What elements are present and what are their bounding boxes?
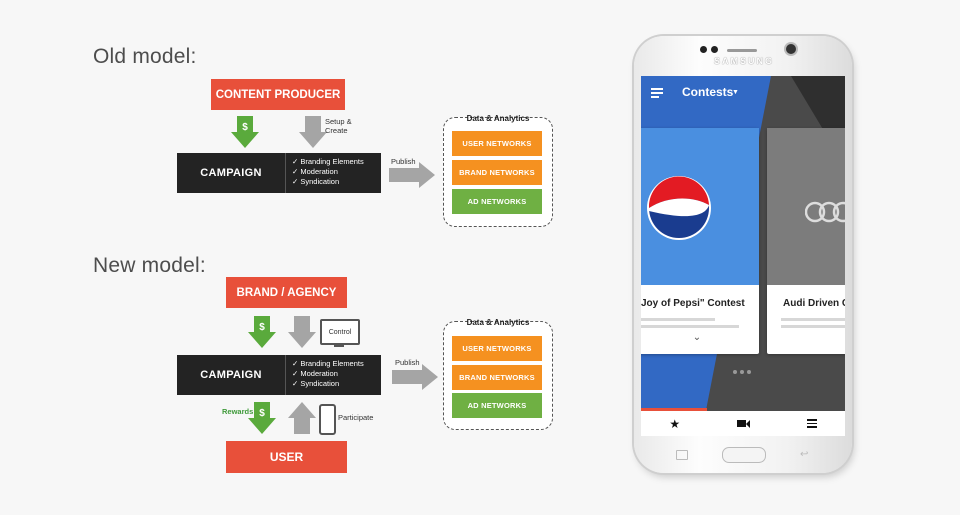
publish-label: Publish bbox=[391, 157, 416, 166]
expand-chevron-icon[interactable]: ⌄ bbox=[692, 332, 702, 343]
bottom-nav: ★ bbox=[641, 411, 845, 436]
placeholder-line bbox=[641, 325, 739, 328]
placeholder-line bbox=[781, 318, 845, 321]
pepsi-logo-icon bbox=[647, 176, 711, 240]
user-box: USER bbox=[226, 441, 347, 473]
app-screen: Contests ▼ Joy of Pepsi" Contest ⌄ Audi … bbox=[641, 76, 845, 436]
monitor-icon: Control bbox=[320, 319, 360, 345]
feature-item: ✓ Branding Elements bbox=[292, 157, 364, 166]
sensor-icon bbox=[700, 46, 707, 53]
list-icon[interactable] bbox=[806, 419, 817, 428]
campaign-title: CAMPAIGN bbox=[200, 369, 262, 381]
participate-arrow-icon bbox=[288, 402, 316, 434]
brand-networks-box: BRAND NETWORKS bbox=[452, 160, 542, 185]
publish-arrow-icon bbox=[392, 364, 438, 390]
active-tab-indicator bbox=[641, 408, 707, 411]
ad-networks-box: AD NETWORKS bbox=[452, 189, 542, 214]
brand-networks-box: BRAND NETWORKS bbox=[452, 365, 542, 390]
campaign-title: CAMPAIGN bbox=[200, 167, 262, 179]
contest-card[interactable]: Joy of Pepsi" Contest ⌄ bbox=[641, 128, 759, 354]
feature-item: ✓ Syndication bbox=[292, 177, 340, 186]
analytics-title: Data & Analytics bbox=[466, 318, 530, 327]
recent-apps-icon[interactable] bbox=[676, 450, 688, 460]
phone-brand-logo: SAMSUNG bbox=[713, 56, 774, 66]
money-arrow-icon: $ bbox=[248, 316, 276, 348]
sensor-icon bbox=[711, 46, 718, 53]
old-model-heading: Old model: bbox=[93, 45, 197, 68]
feature-item: ✓ Branding Elements bbox=[292, 359, 364, 368]
monitor-stand bbox=[334, 343, 344, 347]
new-campaign-box: CAMPAIGN ✓ Branding Elements ✓ Moderatio… bbox=[177, 355, 381, 395]
pager-dots bbox=[733, 370, 751, 374]
audi-logo-icon bbox=[805, 201, 845, 223]
front-camera-icon bbox=[786, 44, 796, 54]
participate-label: Participate bbox=[338, 413, 374, 422]
old-campaign-box: CAMPAIGN ✓ Branding Elements ✓ Moderatio… bbox=[177, 153, 381, 193]
brand-agency-box: BRAND / AGENCY bbox=[226, 277, 347, 308]
card-title: Joy of Pepsi" Contest bbox=[641, 298, 745, 309]
content-producer-box: CONTENT PRODUCER bbox=[211, 79, 345, 110]
home-button[interactable] bbox=[722, 447, 766, 463]
publish-label: Publish bbox=[395, 358, 420, 367]
feature-item: ✓ Moderation bbox=[292, 369, 338, 378]
control-label: Control bbox=[328, 328, 352, 336]
feature-item: ✓ Moderation bbox=[292, 167, 338, 176]
speaker-grille bbox=[727, 49, 757, 52]
setup-arrow-icon bbox=[299, 116, 327, 148]
placeholder-line bbox=[641, 318, 715, 321]
feature-item: ✓ Syndication bbox=[292, 379, 340, 388]
contest-card[interactable]: Audi Driven C bbox=[767, 128, 845, 354]
campaign-features: ✓ Branding Elements ✓ Moderation ✓ Syndi… bbox=[285, 355, 364, 395]
setup-create-label: Setup & Create bbox=[325, 117, 352, 135]
user-networks-box: USER NETWORKS bbox=[452, 336, 542, 361]
app-title[interactable]: Contests bbox=[682, 85, 734, 99]
smartphone-icon bbox=[319, 404, 336, 435]
card-title: Audi Driven C bbox=[783, 298, 845, 309]
star-icon[interactable]: ★ bbox=[669, 416, 681, 431]
dollar-label: $ bbox=[259, 322, 265, 333]
user-networks-box: USER NETWORKS bbox=[452, 131, 542, 156]
new-model-heading: New model: bbox=[93, 254, 206, 277]
ad-networks-box: AD NETWORKS bbox=[452, 393, 542, 418]
card-image bbox=[641, 128, 759, 285]
publish-arrow-icon bbox=[389, 162, 435, 188]
analytics-title: Data & Analytics bbox=[466, 114, 530, 123]
menu-icon[interactable] bbox=[651, 88, 663, 98]
rewards-label: Rewards bbox=[222, 407, 254, 416]
dollar-label: $ bbox=[259, 408, 265, 419]
money-arrow-icon: $ bbox=[231, 116, 259, 148]
video-camera-icon[interactable] bbox=[736, 419, 750, 428]
dropdown-caret-icon[interactable]: ▼ bbox=[732, 89, 739, 96]
campaign-features: ✓ Branding Elements ✓ Moderation ✓ Syndi… bbox=[285, 153, 364, 193]
card-image bbox=[767, 128, 845, 285]
placeholder-line bbox=[781, 325, 845, 328]
control-arrow-icon bbox=[288, 316, 316, 348]
back-icon[interactable]: ↩ bbox=[800, 449, 809, 460]
reward-arrow-icon: $ bbox=[248, 402, 276, 434]
dollar-label: $ bbox=[242, 122, 248, 133]
